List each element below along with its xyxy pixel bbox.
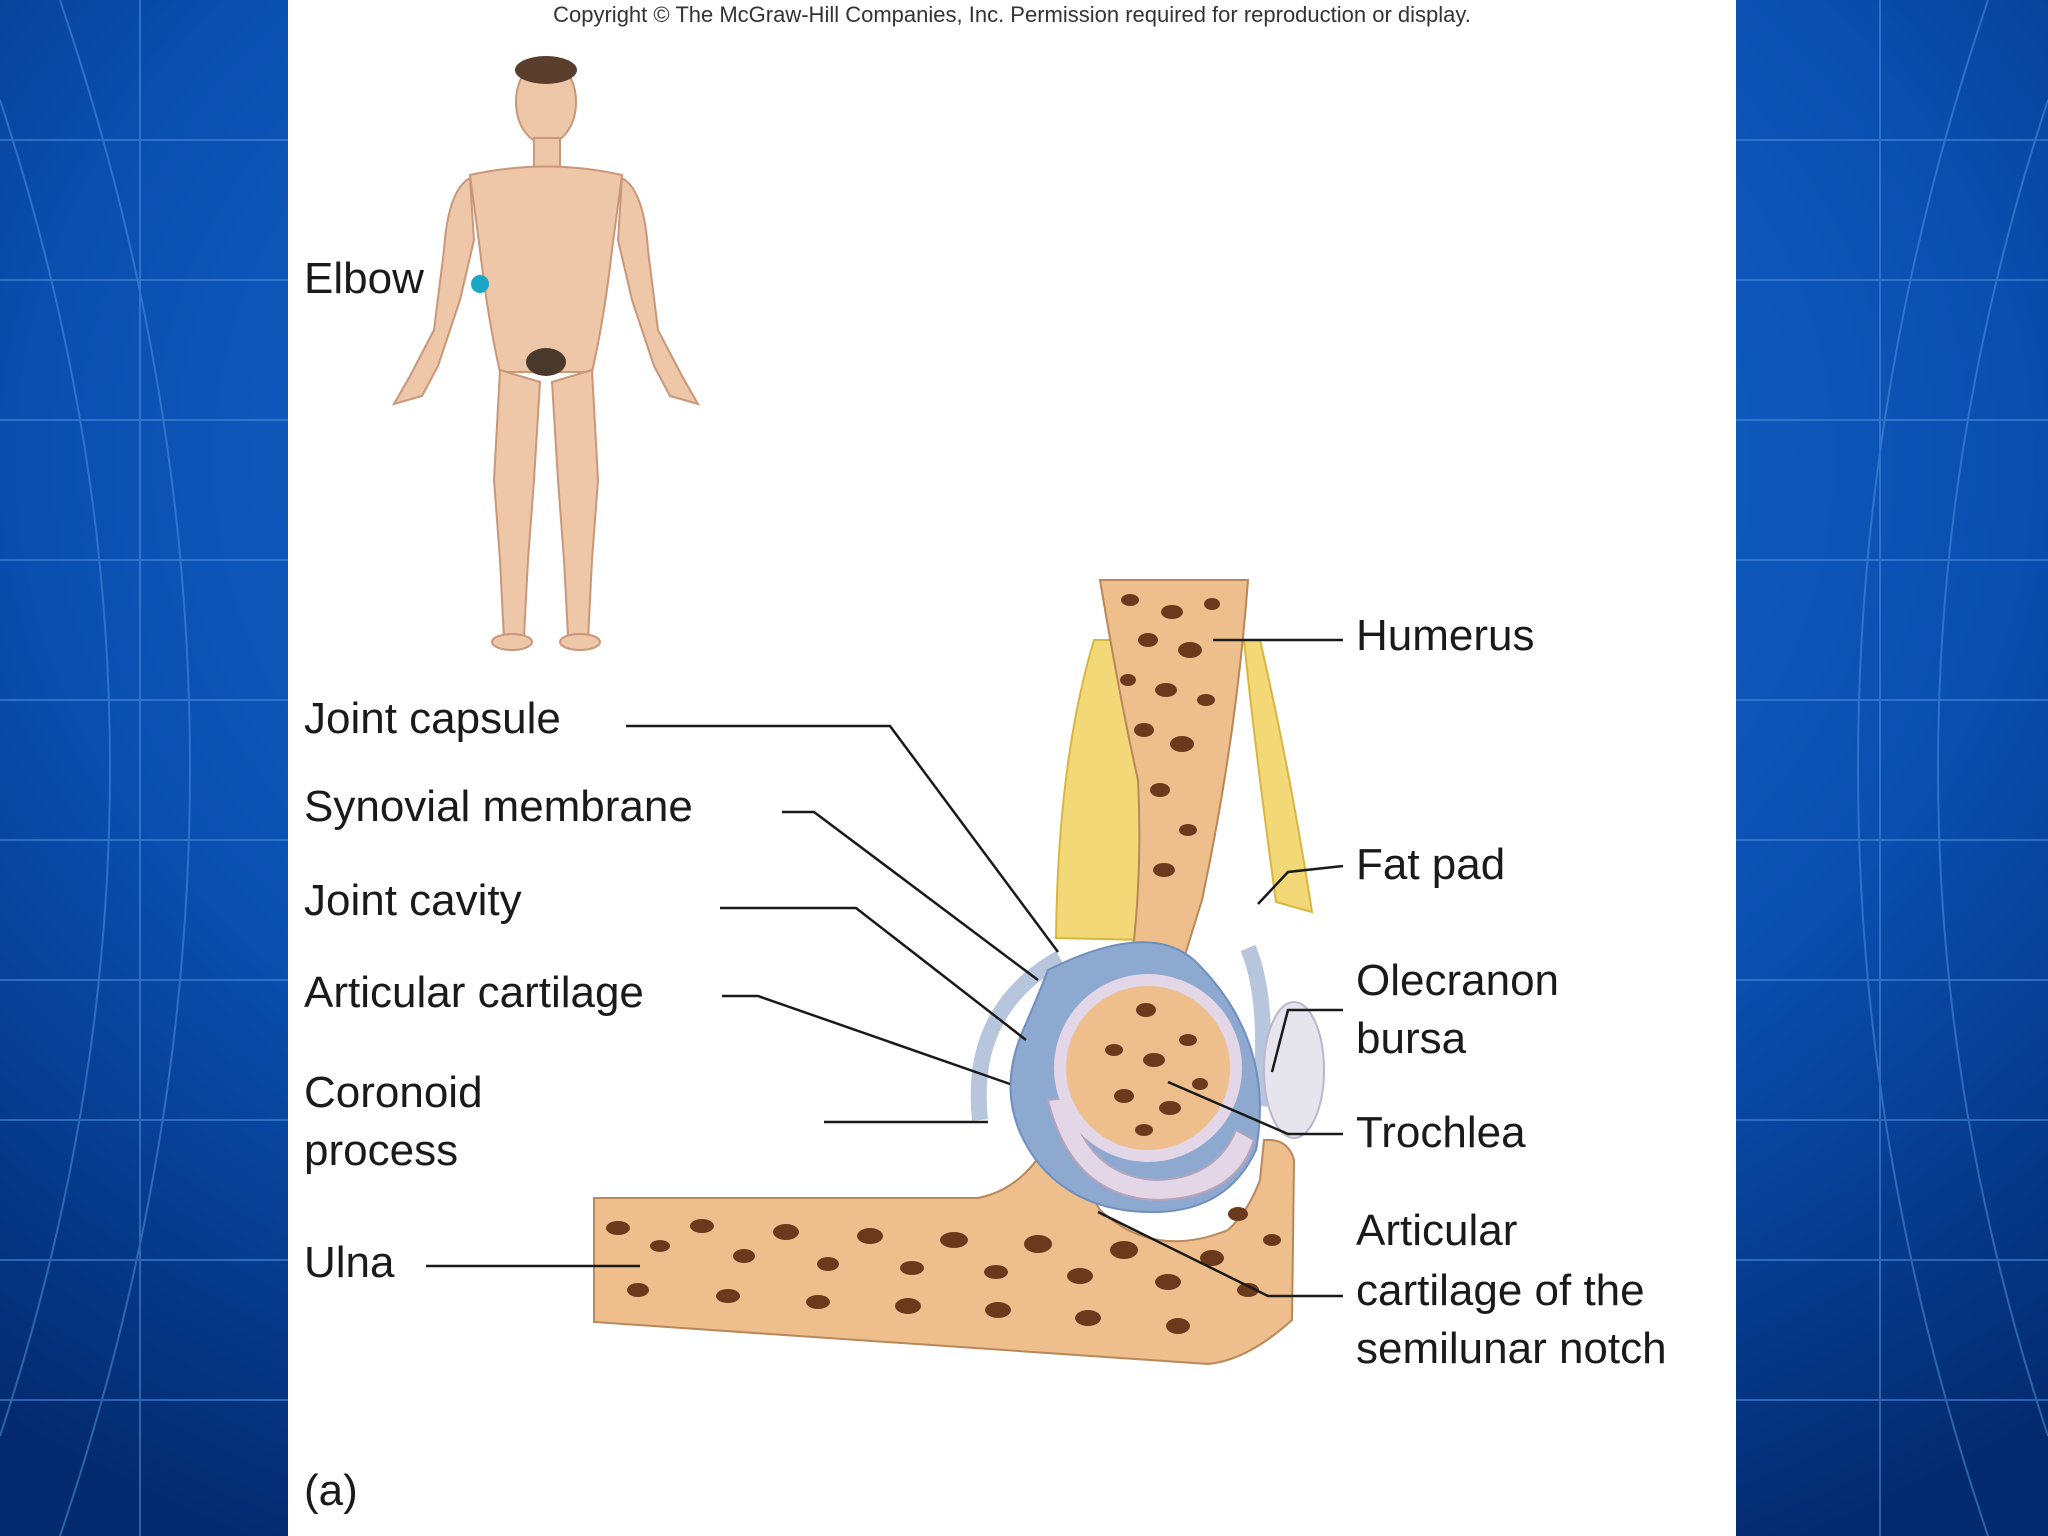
label-olecranon-line2: bursa — [1356, 1014, 1467, 1063]
joint-capsule — [970, 944, 1272, 1121]
label-notch-line3: semilunar notch — [1356, 1324, 1667, 1373]
trochlea — [1054, 974, 1242, 1162]
panel-label: (a) — [304, 1466, 358, 1515]
label-elbow: Elbow — [304, 254, 424, 303]
label-notch-line2: cartilage of the — [1356, 1266, 1645, 1315]
olecranon-bursa — [1263, 1001, 1325, 1139]
hair — [515, 56, 577, 84]
label-notch-line1: Articular — [1356, 1206, 1518, 1255]
label-coronoid-line2: process — [304, 1126, 459, 1175]
label-humerus: Humerus — [1356, 611, 1535, 660]
pubic-region — [526, 348, 566, 376]
copyright-notice: Copyright © The McGraw-Hill Companies, I… — [553, 2, 1471, 27]
elbow-illustration — [391, 56, 1344, 1366]
label-ulna: Ulna — [304, 1238, 395, 1287]
diagram-panel: Copyright © The McGraw-Hill Companies, I… — [288, 0, 1736, 1536]
leader-lines — [426, 638, 1344, 1298]
label-joint-capsule: Joint capsule — [304, 694, 561, 743]
spongy-bone-texture — [606, 594, 1281, 1334]
label-synovial-membrane: Synovial membrane — [304, 782, 693, 831]
label-fat-pad: Fat pad — [1356, 840, 1506, 889]
label-joint-cavity: Joint cavity — [304, 876, 522, 925]
label-olecranon-line1: Olecranon — [1356, 956, 1560, 1005]
label-coronoid-line1: Coronoid — [304, 1068, 483, 1117]
elbow-marker — [471, 275, 489, 293]
articular-cartilage-ulna — [1046, 1096, 1256, 1202]
label-trochlea: Trochlea — [1356, 1108, 1526, 1157]
label-articular-cartilage: Articular cartilage — [304, 968, 644, 1017]
